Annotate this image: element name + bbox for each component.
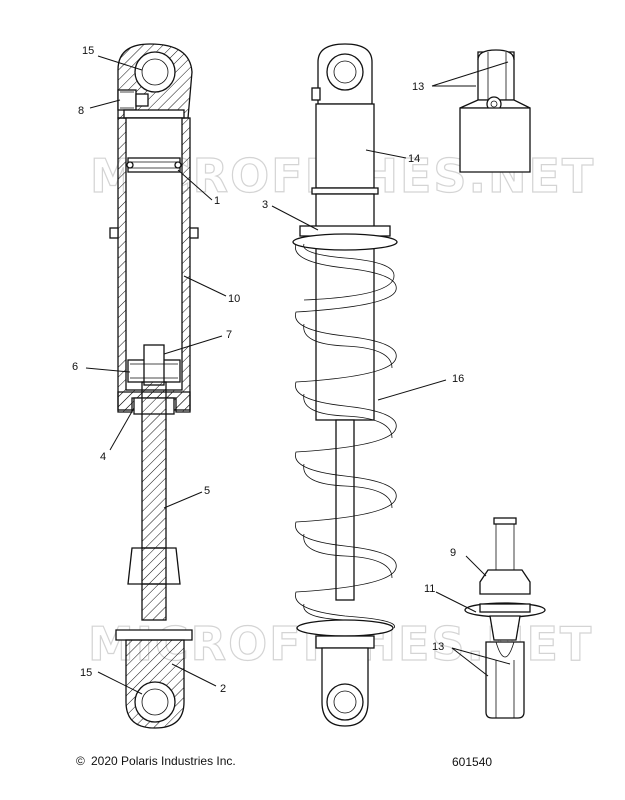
callout-3: 3 <box>262 199 268 211</box>
piston-nut <box>143 344 165 386</box>
top-eyelet-bushing <box>134 51 176 93</box>
callout-10: 10 <box>228 293 240 305</box>
callout-2: 2 <box>220 683 226 695</box>
callout-labels: 15 8 1 10 7 6 4 5 2 15 3 14 16 13 9 11 1… <box>72 45 464 695</box>
bump-stop <box>479 569 531 595</box>
callout-15-top: 15 <box>82 45 94 57</box>
lower-spring-seat <box>296 619 394 637</box>
mount-sleeve <box>459 107 531 173</box>
diagram-number: 601540 <box>452 755 492 769</box>
callout-13-top: 13 <box>412 81 424 93</box>
callout-6: 6 <box>72 361 78 373</box>
lower-clevis <box>485 641 525 719</box>
coil-fitting <box>311 87 321 101</box>
callout-8: 8 <box>78 105 84 117</box>
seal-head <box>117 391 191 413</box>
coil-top-bushing <box>326 53 364 91</box>
callout-14: 14 <box>408 153 420 165</box>
coil-shock-body <box>315 103 375 189</box>
callout-5: 5 <box>204 485 210 497</box>
coil-bottom-bushing <box>326 683 364 721</box>
footer: © 2020 Polaris Industries Inc. 601540 <box>76 754 492 769</box>
lower-mount-detail <box>464 517 546 719</box>
spring-seat <box>292 233 398 251</box>
top-eyelet-bore <box>141 58 169 86</box>
callout-15-bottom: 15 <box>80 667 92 679</box>
left-tab <box>109 227 119 239</box>
coil-shock-shaft <box>335 419 355 601</box>
reservoir-fitting <box>117 89 149 111</box>
sectioned-shock-assembly <box>109 43 199 729</box>
copyright-symbol: © <box>76 754 85 768</box>
upper-cap <box>123 109 185 119</box>
callout-1: 1 <box>214 195 220 207</box>
callout-9: 9 <box>450 547 456 559</box>
callout-7: 7 <box>226 329 232 341</box>
coil-spring <box>295 243 397 629</box>
bottom-eyelet-cap <box>115 629 193 641</box>
copyright-text: 2020 Polaris Industries Inc. <box>91 754 236 768</box>
floating-piston <box>127 157 181 173</box>
callout-13-bottom: 13 <box>432 641 444 653</box>
callout-16: 16 <box>452 373 464 385</box>
right-tab <box>189 227 199 239</box>
bottom-eyelet-bushing <box>134 681 176 723</box>
coil-over-shock-assembly <box>292 43 398 727</box>
upper-mount-detail <box>459 49 531 173</box>
callout-11: 11 <box>424 583 435 595</box>
leader-lines <box>85 55 511 695</box>
callout-4: 4 <box>100 451 106 463</box>
